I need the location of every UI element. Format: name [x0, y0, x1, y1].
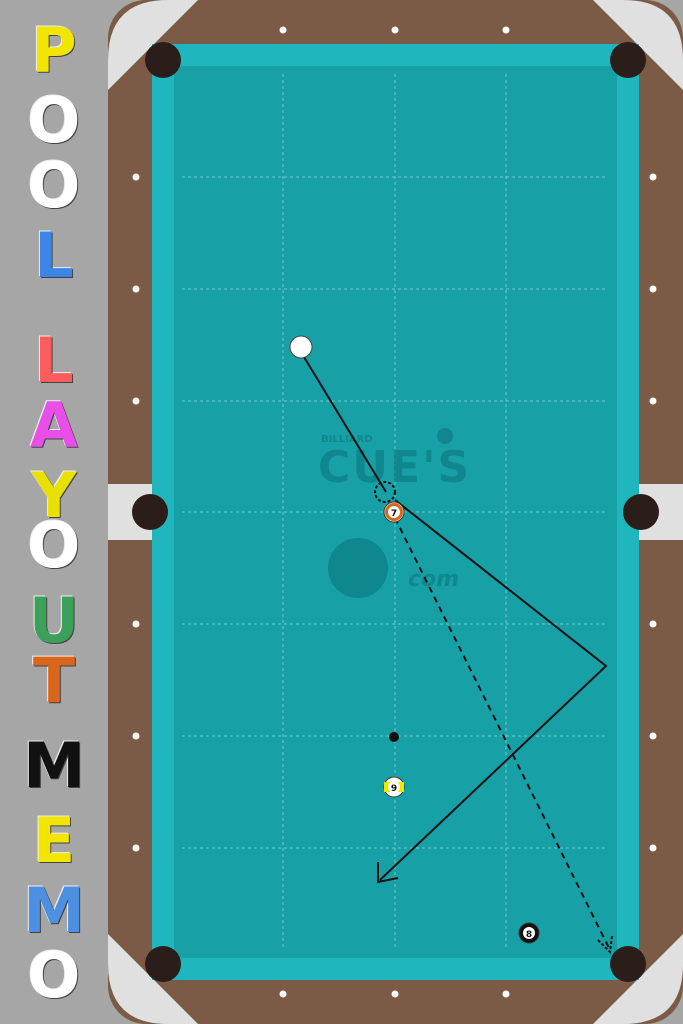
- rail-diamonds: [132, 26, 657, 998]
- diamond-marker: [649, 397, 657, 405]
- cue-ball[interactable]: [289, 335, 313, 359]
- diamond-marker: [279, 26, 287, 34]
- watermark-logo: BILLIARD CUE'S com: [318, 428, 471, 598]
- title-letter: O: [27, 509, 81, 582]
- diamond-marker: [132, 397, 140, 405]
- diamond-marker: [132, 173, 140, 181]
- diamond-marker: [649, 285, 657, 293]
- watermark-small-label: BILLIARD: [321, 434, 373, 445]
- diamond-marker: [649, 732, 657, 740]
- ball-8[interactable]: 8: [518, 922, 540, 944]
- pocket-top-right: [610, 42, 646, 78]
- diamond-marker: [502, 990, 510, 998]
- title-letter: O: [27, 149, 81, 222]
- spot-dot: [389, 732, 399, 742]
- pocket-mid-right: [623, 494, 659, 530]
- title-letter: M: [23, 874, 85, 947]
- ghost-ball: [374, 481, 396, 503]
- title-letter: L: [34, 324, 74, 397]
- diamond-marker: [279, 990, 287, 998]
- pockets: [132, 42, 659, 982]
- title-letter: T: [32, 644, 76, 717]
- title-letter: O: [27, 939, 81, 1012]
- diamond-marker: [132, 620, 140, 628]
- watermark-ball-icon: [437, 428, 453, 444]
- arrowhead-cue: [377, 862, 399, 884]
- ball-9-label: 9: [391, 784, 397, 794]
- diamond-marker: [132, 285, 140, 293]
- pocket-bottom-left: [145, 946, 181, 982]
- title-letter: O: [27, 84, 81, 157]
- ball-7-label: 7: [391, 509, 397, 519]
- diamond-marker: [391, 26, 399, 34]
- pocket-mid-left: [132, 494, 168, 530]
- watermark-site: com: [408, 567, 459, 592]
- diamond-marker: [391, 990, 399, 998]
- watermark-d-icon: [328, 538, 388, 598]
- object-ball-path: [394, 517, 611, 951]
- cue-ball-path: [300, 351, 387, 493]
- title-letter: U: [28, 584, 80, 657]
- diamond-marker: [132, 732, 140, 740]
- ball-8-label: 8: [526, 930, 532, 940]
- title-letter: P: [31, 14, 77, 87]
- title-letter: Y: [31, 459, 77, 532]
- diamond-marker: [649, 620, 657, 628]
- ball-7[interactable]: 7: [383, 501, 405, 523]
- ball-9[interactable]: 9: [383, 776, 405, 798]
- watermark-brand: CUE'S: [318, 442, 471, 493]
- diamond-marker: [649, 844, 657, 852]
- diamond-marker: [502, 26, 510, 34]
- arrowhead-object: [597, 935, 613, 955]
- diamond-marker: [132, 844, 140, 852]
- title-letter: L: [34, 219, 74, 292]
- shot-paths: [300, 351, 613, 955]
- cue-ball-carom-path: [379, 499, 608, 881]
- title-letter: M: [23, 729, 85, 802]
- diamond-marker: [649, 173, 657, 181]
- pool-table: BILLIARD CUE'S com 7 9 8: [108, 0, 683, 1024]
- title-letter: E: [32, 804, 76, 877]
- pocket-top-left: [145, 42, 181, 78]
- pocket-bottom-right: [610, 946, 646, 982]
- title-letter: A: [30, 389, 78, 462]
